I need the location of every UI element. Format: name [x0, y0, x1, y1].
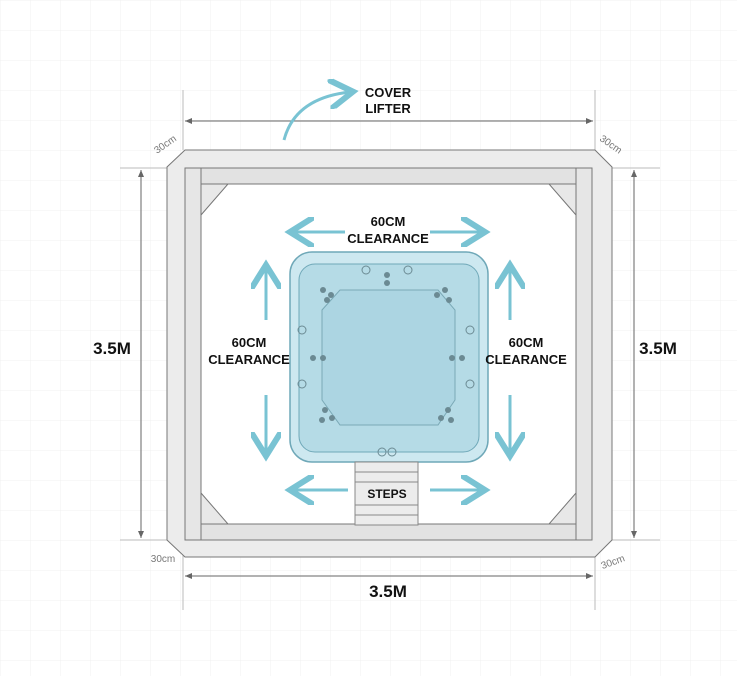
right-dimension-label: 3.5M — [639, 339, 677, 358]
hot-tub — [289, 251, 489, 463]
clearance-arrows — [266, 92, 510, 490]
cover-lifter-arrow — [282, 92, 350, 141]
width-dimension-label: 3.5M — [369, 582, 407, 601]
corner-bl-label: 30cm — [151, 554, 175, 565]
left-dimension-label: 3.5M — [93, 339, 131, 358]
steps — [354, 461, 419, 526]
steps-label: STEPS — [367, 487, 406, 501]
dimension-lines — [120, 90, 660, 610]
